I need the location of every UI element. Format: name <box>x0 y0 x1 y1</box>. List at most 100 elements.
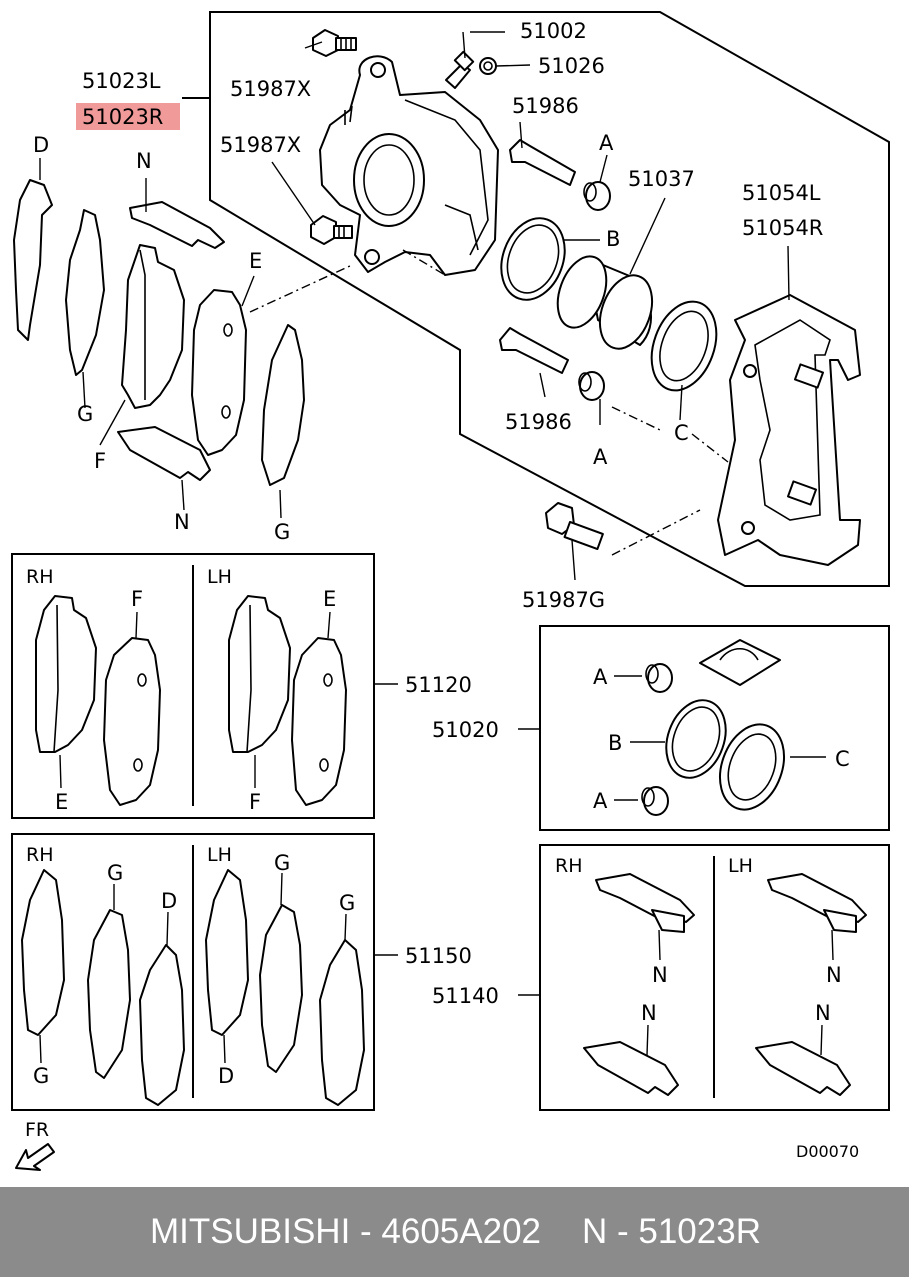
bolt-51987G <box>545 502 604 551</box>
pad-box-leaders <box>59 611 331 789</box>
shim-set-lh <box>205 869 365 1106</box>
letter-N-lower: N <box>174 510 190 534</box>
label-51986-upper: 51986 <box>512 94 579 118</box>
shim-set-box <box>11 833 398 1111</box>
selected-part-reference: N - 51023R <box>582 1212 761 1251</box>
clip-set-rh <box>583 873 695 1096</box>
bolt-51987X-lower <box>310 215 353 245</box>
pad-rh-outer <box>103 637 161 806</box>
outer-pad-E-upper <box>191 289 247 456</box>
label-51987G: 51987G <box>522 588 605 612</box>
leader-lines <box>39 31 790 581</box>
clips-lh-label: LH <box>728 855 753 877</box>
bleeder-cap <box>479 57 497 75</box>
shim-box-leaders <box>39 872 347 1064</box>
label-51020: 51020 <box>432 718 499 742</box>
shim-G-lower <box>261 324 305 486</box>
label-51987X-lower: 51987X <box>220 133 301 157</box>
kit-box-leaders <box>614 675 826 801</box>
guide-pin-upper <box>509 139 576 186</box>
bolt-51987X-upper <box>312 29 357 57</box>
letter-E-upper: E <box>249 249 262 273</box>
shims-rh-label: RH <box>26 844 54 866</box>
shim-D <box>13 179 53 341</box>
grease-packet <box>699 639 781 686</box>
letter-G-shim-rh-a: G <box>107 861 123 885</box>
label-51054L: 51054L <box>742 181 821 205</box>
brand-part-number: MITSUBISHI - 4605A202 <box>150 1212 541 1251</box>
letter-C-upper: C <box>674 421 689 445</box>
letter-G-shim-lh-b: G <box>339 891 355 915</box>
pin-boot-lower <box>578 371 605 401</box>
kit-seal-B <box>665 699 727 779</box>
clips-rh-label: RH <box>555 855 583 877</box>
bleeder-screw <box>445 50 475 89</box>
label-51002: 51002 <box>520 19 587 43</box>
letter-G-shim-lh-a: G <box>274 851 290 875</box>
inner-pad-upper <box>121 244 185 409</box>
label-51054R: 51054R <box>742 216 823 240</box>
letter-D-shim-rh: D <box>161 889 177 913</box>
label-51120: 51120 <box>405 673 472 697</box>
label-51023R: 51023R <box>82 105 163 129</box>
label-51987X-upper: 51987X <box>230 77 311 101</box>
label-51986-lower: 51986 <box>505 410 572 434</box>
reference-lines <box>249 249 729 556</box>
part-footer-bar: MITSUBISHI - 4605A202 N - 51023R <box>0 1187 909 1277</box>
diagram-code: D00070 <box>796 1142 859 1161</box>
clip-box-leaders <box>646 929 834 1056</box>
kit-boot-A-lower <box>641 786 669 816</box>
letter-A-kit-upper: A <box>593 665 608 689</box>
front-arrow-icon <box>15 1143 55 1171</box>
label-51026: 51026 <box>538 54 605 78</box>
letter-F-rh: F <box>131 587 143 611</box>
letter-G-shim-rh-b: G <box>33 1064 49 1088</box>
clip-N-lower <box>117 426 211 481</box>
caliper-body <box>319 55 499 276</box>
piston-seal <box>500 217 566 301</box>
letter-G-lower: G <box>274 520 290 544</box>
seal-kit-box <box>518 625 890 831</box>
letter-N-upper: N <box>136 149 152 173</box>
letter-A-kit-lower: A <box>593 789 608 813</box>
shims-lh-label: LH <box>207 844 232 866</box>
pads-rh-label: RH <box>26 566 54 588</box>
letter-N-clip-rh-a: N <box>652 963 668 987</box>
letter-B-upper: B <box>606 227 620 251</box>
clip-set-lh <box>755 873 867 1096</box>
pad-lh-inner <box>228 595 291 753</box>
kit-boot-C <box>719 723 785 811</box>
shim-G-upper <box>65 209 105 376</box>
pads-lh-label: LH <box>207 566 232 588</box>
letter-G-upper: G <box>77 402 93 426</box>
caliper-support-bracket <box>717 294 861 566</box>
brake-caliper-exploded-diagram: 51023L 51023R 51987X 51987X 51002 51026 … <box>11 11 890 1171</box>
kit-boot-A-upper <box>645 663 673 693</box>
pad-set-box <box>11 553 398 819</box>
clip-N-upper <box>129 201 225 249</box>
label-51140: 51140 <box>432 984 499 1008</box>
letter-A-upper: A <box>599 131 614 155</box>
piston <box>556 255 654 350</box>
pin-boot-upper <box>583 181 611 211</box>
guide-pin-lower <box>499 327 569 374</box>
caliper-assembly-outline <box>182 11 890 587</box>
label-51023L: 51023L <box>82 69 161 93</box>
pad-rh-inner <box>35 595 97 753</box>
shim-set-rh <box>21 869 185 1106</box>
letter-N-clip-lh-a: N <box>826 963 842 987</box>
letter-E-rh: E <box>55 790 68 814</box>
label-51150: 51150 <box>405 944 472 968</box>
label-51037: 51037 <box>628 167 695 191</box>
letter-E-lh: E <box>323 587 336 611</box>
letter-F-lh: F <box>249 790 261 814</box>
letter-N-clip-lh-b: N <box>815 1001 831 1025</box>
pad-lh-outer <box>291 637 347 806</box>
letter-F-upper: F <box>94 449 106 473</box>
letter-N-clip-rh-b: N <box>641 1001 657 1025</box>
letter-D-shim-lh: D <box>218 1064 234 1088</box>
front-direction-label: FR <box>25 1119 49 1141</box>
piston-boot <box>650 300 718 392</box>
selected-part-highlight <box>76 103 180 130</box>
